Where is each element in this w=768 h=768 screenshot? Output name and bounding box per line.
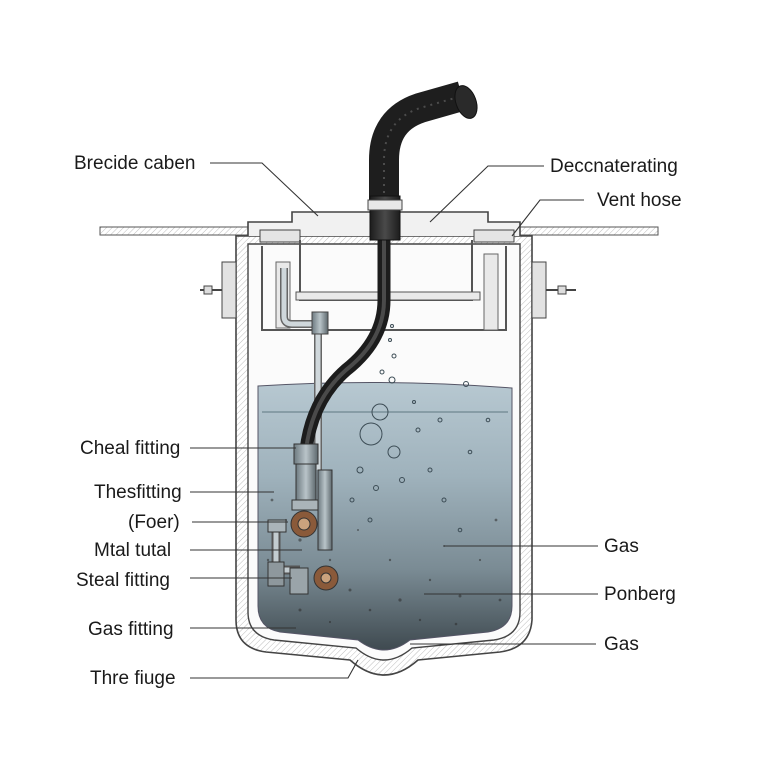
label-gas-fitting: Gas fitting bbox=[88, 619, 174, 640]
right-mount-bracket bbox=[532, 262, 576, 318]
label-gas-lower: Gas bbox=[604, 634, 639, 655]
label-thre-fiuge: Thre fiuge bbox=[90, 668, 176, 689]
label-steal-fitting: Steal fitting bbox=[76, 570, 170, 591]
label-vent-hose: Vent hose bbox=[597, 190, 682, 211]
label-mtal-tutal: Mtal tutal bbox=[94, 540, 171, 561]
label-ponberg: Ponberg bbox=[604, 584, 676, 605]
label-deccnaterating: Deccnaterating bbox=[550, 156, 678, 177]
left-mount-bracket bbox=[200, 262, 236, 318]
label-gas-upper: Gas bbox=[604, 536, 639, 557]
label-foer: (Foer) bbox=[128, 512, 180, 533]
label-brecide-caben: Brecide caben bbox=[74, 153, 195, 174]
label-thesfitting: Thesfitting bbox=[94, 482, 182, 503]
label-cheal-fitting: Cheal fitting bbox=[80, 438, 180, 459]
